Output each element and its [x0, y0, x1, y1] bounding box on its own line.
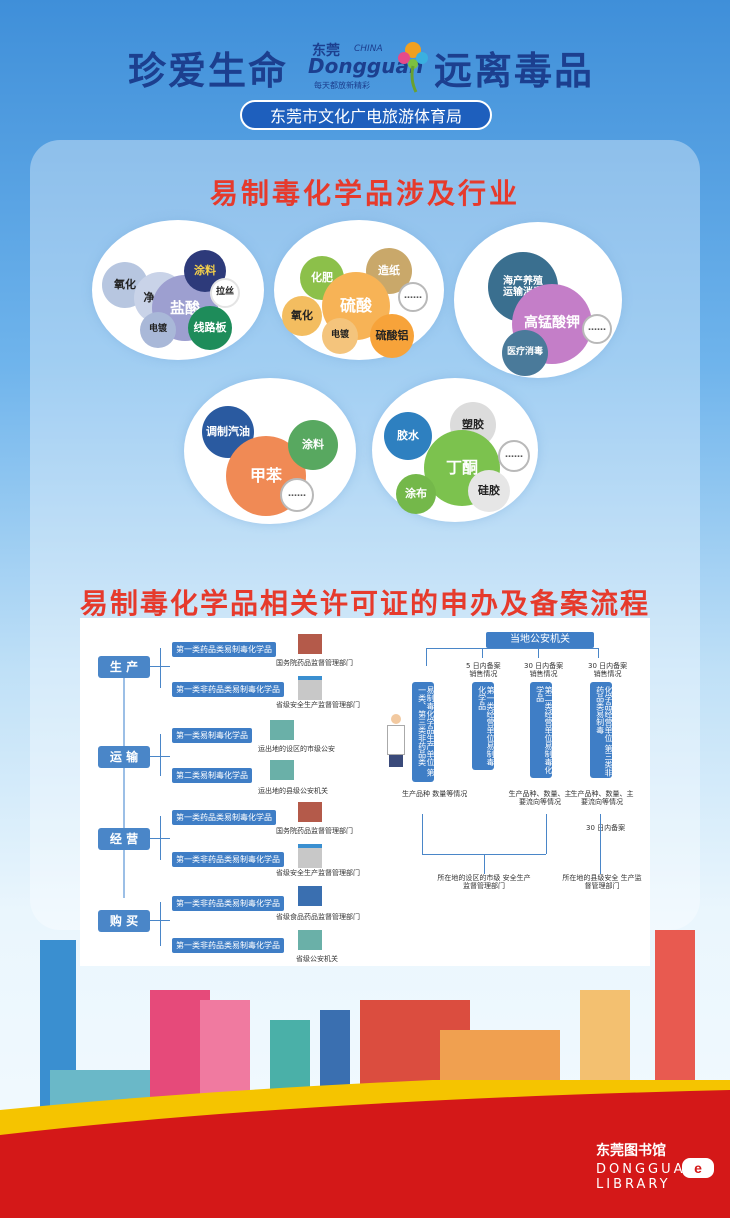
library-cn: 东莞图书馆	[596, 1143, 666, 1159]
building-icon	[298, 886, 322, 906]
library-logo: 东莞图书馆 DONGGUAN LIBRARY e	[596, 1140, 714, 1192]
note-sales-info-b: 生产品种、数量、主要流向等情况	[570, 790, 634, 807]
note-sales-info-a: 生产品种、数量、主要流向等情况	[508, 790, 572, 807]
building-icon	[298, 844, 322, 868]
authority-production-2: 省级安全生产监督管理部门	[276, 701, 360, 709]
building-icon	[270, 720, 294, 740]
label-aquaculture: 海产养殖	[503, 276, 543, 287]
stage-purchase: 购 买	[98, 910, 150, 932]
authority-purchase-1: 省级食品药品监督管理部门	[276, 913, 360, 921]
bubble-more-2: ……	[398, 282, 428, 312]
stage-connector	[123, 668, 125, 898]
authority-transport-2: 运出地的县级公安机关	[258, 787, 328, 795]
cluster-toluene: 调制汽油 甲苯 涂料 ……	[184, 378, 356, 524]
building-icon	[298, 634, 322, 654]
license-operation-1: 第一类药品类易制毒化学品	[172, 810, 276, 825]
logo-cn: 东莞	[312, 43, 340, 59]
building-icon	[298, 930, 322, 950]
box-class2-operator: 第二类经营单位易制毒化学品	[530, 682, 553, 778]
license-process-title: 易制毒化学品相关许可证的申办及备案流程	[79, 587, 650, 620]
stage-production: 生 产	[98, 656, 150, 678]
bubble-aluminum-sulfate: 硫酸铝	[370, 314, 414, 358]
bubble-wire-drawing: 拉丝	[210, 278, 240, 308]
cluster-sulfuric-acid: 化肥 造纸 …… 氧化 硫酸 电镀 硫酸铝	[274, 220, 444, 360]
bubble-medical-disinfect: 医疗消毒	[502, 330, 548, 376]
license-transport-2: 第二类易制毒化学品	[172, 768, 252, 783]
note-production-info: 生产品种 数量等情况	[402, 790, 468, 798]
note-30-days-c: 30 日内备案	[586, 824, 626, 832]
stage-transport: 运 输	[98, 746, 150, 768]
logo-china: CHINA	[354, 44, 383, 54]
bubble-more-5: ……	[498, 440, 530, 472]
dongguan-logo: 东莞 CHINA Dongguan 每天都放新精彩	[308, 36, 428, 96]
slogan-left: 珍爱生命	[128, 49, 289, 93]
local-police-box: 当地公安机关	[486, 632, 594, 648]
note-5-days: 5 日内备案销售情况	[466, 662, 501, 679]
library-en-2: LIBRARY	[596, 1177, 671, 1192]
bubble-coating-cloth: 涂布	[396, 474, 436, 514]
license-purchase-2: 第一类非药品类易制毒化学品	[172, 938, 284, 953]
license-operation-2: 第一类非药品类易制毒化学品	[172, 852, 284, 867]
license-transport-1: 第一类易制毒化学品	[172, 728, 252, 743]
label-transport-disinfect: 运输消毒	[503, 287, 543, 298]
bubble-electroplating-2: 电镀	[322, 318, 358, 354]
stage-operation: 经 营	[98, 828, 150, 850]
bubble-coating-2: 涂料	[288, 420, 338, 470]
bubble-more-4: ……	[280, 478, 314, 512]
box-county-safety-dept: 所在地的县级安全 生产监督管理部门	[562, 874, 642, 891]
footer-wave	[0, 1080, 730, 1218]
bubble-more-3: ……	[582, 314, 612, 344]
box-class1-operator: 第一类经营单位易制毒化学品	[472, 682, 495, 770]
authority-operation-1: 国务院药品监督管理部门	[276, 827, 353, 835]
department-banner: 东莞市文化广电旅游体育局	[240, 100, 492, 130]
flower-icon	[398, 42, 428, 93]
bubble-circuit-board: 线路板	[188, 306, 232, 350]
building-icon	[270, 760, 294, 780]
flow-chart: 生 产 第一类药品类易制毒化学品 第一类非药品类易制毒化学品 国务院药品监督管理…	[80, 618, 650, 966]
bubble-glue: 胶水	[384, 412, 432, 460]
note-30-days-a: 30 日内备案销售情况	[524, 662, 564, 679]
building-icon	[298, 802, 322, 822]
license-production-1: 第一类药品类易制毒化学品	[172, 642, 276, 657]
authority-purchase-2: 省级公安机关	[296, 955, 338, 963]
license-purchase-1: 第一类非药品类易制毒化学品	[172, 896, 284, 911]
authority-transport-1: 运出地的设区的市级公安	[258, 745, 335, 753]
authority-production-1: 国务院药品监督管理部门	[276, 659, 353, 667]
building-icon	[298, 676, 322, 700]
cluster-potassium-permanganate: 海产养殖运输消毒 高锰酸钾 …… 医疗消毒	[454, 222, 622, 378]
bubble-oxidation-2: 氧化	[282, 296, 322, 336]
logo-tag: 每天都放新精彩	[314, 81, 370, 90]
authority-operation-2: 省级安全生产监督管理部门	[276, 869, 360, 877]
library-en-1: DONGGUAN	[596, 1162, 699, 1177]
official-figure-icon	[386, 714, 406, 768]
slogan-right: 远离毒品	[434, 49, 595, 93]
box-class3-operator: 化学品经营单位 第三类非药品类易制毒	[590, 682, 613, 778]
cluster-hydrochloric-acid: 氧化 净水剂 盐酸 涂料 拉丝 电镀 线路板	[92, 220, 264, 360]
bubble-silica-gel: 硅胶	[468, 470, 510, 512]
box-city-safety-dept: 所在地的设区的市级 安全生产监督管理部门	[437, 874, 531, 891]
industries-title: 易制毒化学品涉及行业	[209, 177, 520, 210]
box-producer: 易制毒化学品生产单位 第一类、第三类非药品类	[412, 682, 435, 782]
cluster-butanone: 胶水 塑胶 丁酮 …… 涂布 硅胶	[372, 378, 538, 522]
license-production-2: 第一类非药品类易制毒化学品	[172, 682, 284, 697]
bubble-electroplating: 电镀	[140, 312, 176, 348]
bubble-coating: 涂料	[184, 250, 226, 292]
note-30-days-b: 30 日内备案销售情况	[588, 662, 628, 679]
library-e-icon: e	[682, 1158, 714, 1178]
svg-text:e: e	[694, 1160, 702, 1176]
